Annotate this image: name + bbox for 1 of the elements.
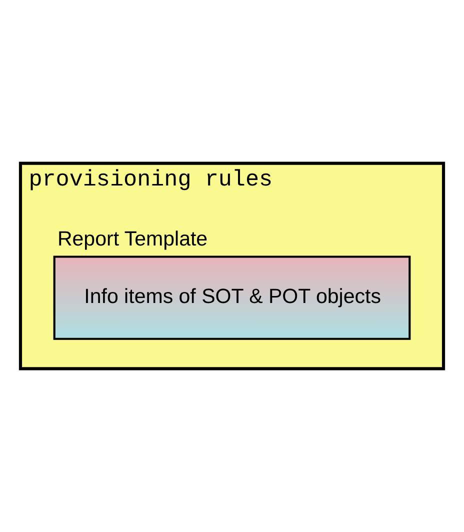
node-label: Report Template [57,227,208,250]
